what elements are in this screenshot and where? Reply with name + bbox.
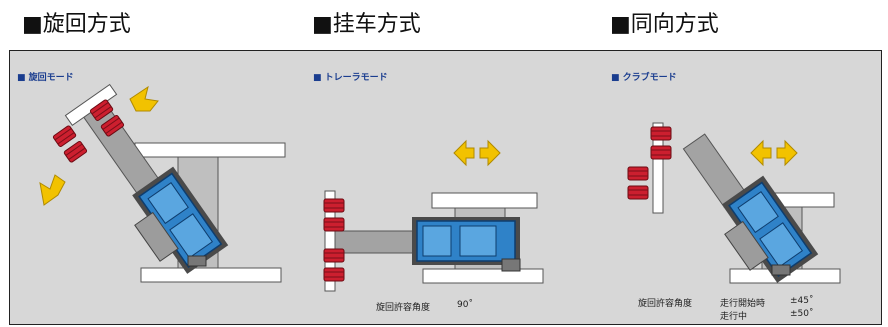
crab-row-start-name: 走行開始時 [720,299,766,309]
crab-angle-label: 旋回許容角度 [638,299,693,309]
crab-row-running-name: 走行中 [720,312,748,322]
trailer-angle-value: 90˚ [457,300,473,310]
mode-label-trailer: ■ トレーラモード [313,73,388,83]
caption-crab-mode: ■同向方式 [610,12,719,37]
trailer-angle-label: 旋回許容角度 [376,303,431,313]
caption-swing-mode: ■旋回方式 [22,12,131,37]
swing-mode-diagram [39,83,286,284]
caption-trailer-mode: ■挂车方式 [312,12,421,37]
crab-row-running-value: ±50˚ [790,309,814,319]
trailer-mode-diagram [323,140,544,292]
mode-label-crab: ■ クラブモード [611,73,677,83]
crab-row-start-value: ±45˚ [790,296,814,306]
diagram-panel: ■ 旋回モード ■ トレーラモード ■ クラブモード 旋回許容角度 90˚ 旋回… [9,50,882,325]
mode-diagrams [39,83,841,293]
crab-mode-diagram [627,122,841,293]
mode-label-swing: ■ 旋回モード [17,73,74,83]
